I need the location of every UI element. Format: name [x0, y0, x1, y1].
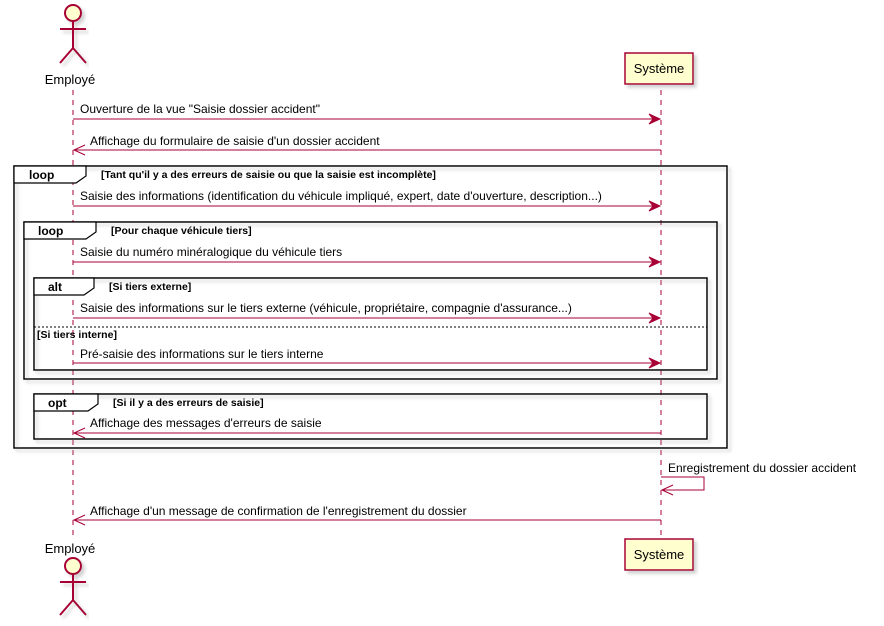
- message-3-label: Saisie des informations (identification …: [80, 189, 602, 203]
- message-4: Saisie du numéro minéralogique du véhicu…: [73, 245, 662, 268]
- systeme-label-top: Système: [634, 61, 685, 76]
- opt-condition: [Si il y a des erreurs de saisie]: [113, 397, 264, 409]
- message-3: Saisie des informations (identification …: [73, 189, 662, 212]
- message-1-label: Ouverture de la vue "Saisie dossier acci…: [80, 102, 320, 116]
- systeme-label-bottom: Système: [634, 547, 685, 562]
- message-2-label: Affichage du formulaire de saisie d'un d…: [90, 134, 380, 148]
- employe-actor-bottom: [59, 557, 87, 616]
- loop-outer-keyword: loop: [29, 168, 54, 182]
- opt-keyword: opt: [48, 396, 67, 410]
- employe-label-top: Employé: [45, 72, 96, 87]
- employe-actor-top: [59, 4, 87, 64]
- message-4-label: Saisie du numéro minéralogique du véhicu…: [80, 245, 342, 259]
- employe-label-bottom: Employé: [45, 541, 96, 556]
- message-9-label: Affichage d'un message de confirmation d…: [90, 504, 467, 518]
- loop-inner-keyword: loop: [38, 224, 63, 238]
- message-5: Saisie des informations sur le tiers ext…: [73, 301, 662, 324]
- systeme-box-bottom: [624, 538, 694, 571]
- message-5-label: Saisie des informations sur le tiers ext…: [80, 301, 572, 315]
- loop-outer-condition: [Tant qu'il y a des erreurs de saisie ou…: [101, 169, 436, 181]
- alt-condition: [Si tiers externe]: [109, 281, 191, 293]
- loop-inner-condition: [Pour chaque véhicule tiers]: [111, 225, 252, 237]
- loop-fragment-outer: loop [Tant qu'il y a des erreurs de sais…: [13, 165, 728, 449]
- systeme-box-top: [624, 52, 694, 85]
- message-9: Affichage d'un message de confirmation d…: [72, 504, 661, 526]
- message-7-label: Affichage des messages d'erreurs de sais…: [90, 416, 322, 430]
- message-1: Ouverture de la vue "Saisie dossier acci…: [73, 102, 662, 125]
- alt-fragment: alt [Si tiers externe] [Si tiers interne…: [33, 277, 708, 371]
- message-8-self: Enregistrement du dossier accident: [660, 461, 857, 496]
- alt-else-condition: [Si tiers interne]: [37, 329, 117, 341]
- message-6: Pré-saisie des informations sur le tiers…: [73, 347, 662, 369]
- alt-keyword: alt: [48, 280, 62, 294]
- opt-fragment: opt [Si il y a des erreurs de saisie]: [33, 393, 708, 440]
- message-2: Affichage du formulaire de saisie d'un d…: [72, 134, 661, 156]
- message-6-label: Pré-saisie des informations sur le tiers…: [80, 347, 324, 361]
- message-7: Affichage des messages d'erreurs de sais…: [72, 416, 661, 439]
- message-8-label: Enregistrement du dossier accident: [668, 461, 857, 475]
- loop-fragment-inner: loop [Pour chaque véhicule tiers]: [23, 221, 718, 380]
